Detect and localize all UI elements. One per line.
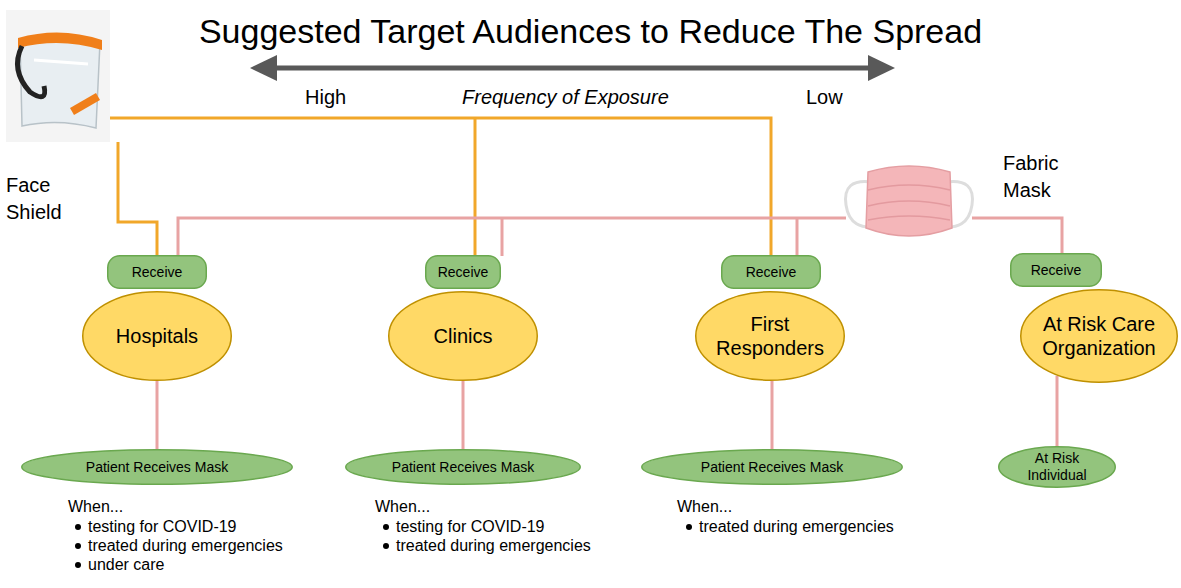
- audience-oval: Clinics: [388, 291, 538, 381]
- receive-pill: Receive: [1010, 253, 1102, 287]
- connector-line: [1056, 376, 1059, 446]
- node-label: Receive: [746, 264, 797, 281]
- node-shape: [1021, 290, 1178, 383]
- node-label: Receive: [1031, 262, 1082, 279]
- node-label: At Risk Individual: [1012, 450, 1102, 484]
- node-outline: [695, 291, 845, 381]
- audience-oval: Hospitals: [82, 291, 232, 381]
- condition-item: treated during emergencies: [396, 537, 591, 555]
- node-label: Patient Receives Mask: [86, 459, 228, 476]
- node-text-group: Receive: [132, 264, 183, 281]
- receive-pill: Receive: [107, 255, 207, 289]
- axis-label: Frequency of Exposure: [462, 86, 669, 109]
- condition-item: treated during emergencies: [88, 537, 283, 555]
- node-shape: [108, 256, 207, 289]
- node-shape: [999, 447, 1116, 488]
- bullet-dot: [75, 562, 81, 568]
- node-label: Patient Receives Mask: [392, 459, 534, 476]
- audience-oval: First Responders: [695, 291, 845, 381]
- recipient-ellipse: Patient Receives Mask: [21, 449, 293, 485]
- node-label: Hospitals: [116, 324, 198, 348]
- condition-heading: When...: [677, 498, 732, 516]
- node-shape: [696, 292, 845, 381]
- condition-item: treated during emergencies: [699, 518, 894, 536]
- condition-heading: When...: [375, 498, 430, 516]
- picture-label: Fabric Mask: [1003, 150, 1065, 204]
- receive-pill: Receive: [425, 255, 501, 289]
- face-shield-wires: [110, 118, 771, 256]
- node-text-group: Receive: [438, 264, 489, 281]
- bullet-dot: [75, 524, 81, 530]
- bullet-dot: [383, 543, 389, 549]
- recipient-ellipse: Patient Receives Mask: [345, 449, 581, 485]
- node-text-group: First Responders: [712, 312, 828, 360]
- node-text-group: Patient Receives Mask: [392, 459, 534, 476]
- fabric-mask-wires: [178, 218, 1062, 256]
- bullet-dot: [383, 524, 389, 530]
- recipient-ellipse: At Risk Individual: [998, 446, 1116, 488]
- node-shape: [389, 292, 538, 381]
- node-shape: [1011, 254, 1102, 287]
- node-text-group: Patient Receives Mask: [86, 459, 228, 476]
- exposure-arrow: [250, 55, 895, 81]
- node-outline: [1020, 289, 1178, 383]
- node-text-group: Receive: [746, 264, 797, 281]
- recipient-ellipse: Patient Receives Mask: [641, 449, 903, 485]
- face-shield-picture: [6, 10, 110, 142]
- node-label: First Responders: [712, 312, 828, 360]
- node-shape: [722, 256, 821, 289]
- node-text-group: At Risk Individual: [1012, 450, 1102, 484]
- node-label: At Risk Care Organization: [1037, 312, 1161, 360]
- condition-item: under care: [88, 556, 165, 574]
- scale-end-label: High: [305, 86, 346, 109]
- fabric-mask-picture: [846, 166, 973, 236]
- connector-line: [771, 381, 774, 449]
- node-shape: [426, 256, 501, 289]
- node-text-group: Hospitals: [116, 324, 198, 348]
- diagram-title: Suggested Target Audiences to Reduce The…: [0, 12, 1181, 51]
- node-shape: [642, 450, 903, 485]
- audience-oval: At Risk Care Organization: [1020, 289, 1178, 383]
- picture-label: Face Shield: [6, 172, 68, 226]
- bullet-dot: [75, 543, 81, 549]
- connector-line: [156, 381, 159, 449]
- node-text-group: Clinics: [434, 324, 493, 348]
- receive-pill: Receive: [721, 255, 821, 289]
- condition-heading: When...: [68, 498, 123, 516]
- node-text-group: Patient Receives Mask: [701, 459, 843, 476]
- node-shape: [346, 450, 581, 485]
- node-label: Patient Receives Mask: [701, 459, 843, 476]
- scale-end-label: Low: [806, 86, 843, 109]
- node-label: Receive: [132, 264, 183, 281]
- connector-line: [462, 381, 465, 449]
- bullet-dot: [686, 524, 692, 530]
- node-label: Clinics: [434, 324, 493, 348]
- condition-item: testing for COVID-19: [396, 518, 545, 536]
- node-shape: [22, 450, 293, 485]
- node-text-group: At Risk Care Organization: [1037, 312, 1161, 360]
- condition-item: testing for COVID-19: [88, 518, 237, 536]
- node-shape: [83, 292, 232, 381]
- node-label: Receive: [438, 264, 489, 281]
- node-text-group: Receive: [1031, 262, 1082, 279]
